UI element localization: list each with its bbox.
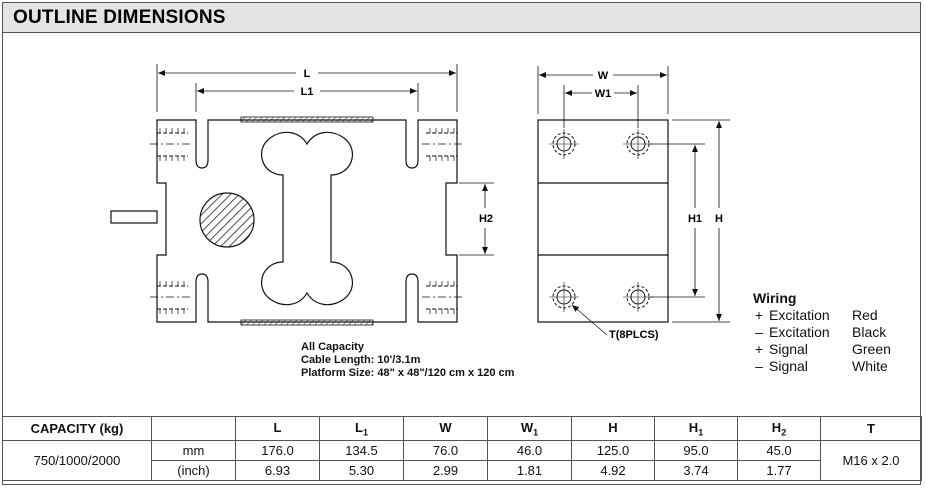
load-cell-body xyxy=(156,119,458,323)
wiring-row: + Excitation Red xyxy=(753,307,913,324)
value-cell: 45.0 xyxy=(737,440,821,461)
cable xyxy=(110,210,158,224)
outline-drawing: L L1 H2 xyxy=(110,64,730,341)
value-cell: 1.81 xyxy=(487,460,572,481)
thread-cell: M16 x 2.0 xyxy=(820,440,922,481)
top-pad xyxy=(240,116,374,123)
value-cell: 76.0 xyxy=(403,440,488,461)
bottom-pad xyxy=(240,319,374,326)
wiring-sign: + xyxy=(754,307,764,323)
note-platform-size: Platform Size: 48" x 48"/120 cm x 120 cm xyxy=(301,367,515,379)
col-header: H2 xyxy=(737,416,821,441)
mount-hole-centerlines xyxy=(150,143,464,298)
label-H2: H2 xyxy=(479,213,493,225)
table-row: 750/1000/2000 mm 176.0 134.5 76.0 46.0 1… xyxy=(2,440,922,481)
capacity-header: CAPACITY (kg) xyxy=(2,416,152,441)
value-cell: 46.0 xyxy=(487,440,572,461)
bone-cutout xyxy=(260,131,354,306)
dim-L xyxy=(156,64,458,112)
wiring-sign: – xyxy=(755,324,763,340)
col-header: L1 xyxy=(319,416,404,441)
value-cell: 176.0 xyxy=(235,440,320,461)
wiring-row: + Signal Green xyxy=(753,341,913,358)
value-cell: 125.0 xyxy=(571,440,655,461)
label-W: W xyxy=(598,70,609,82)
side-view xyxy=(110,64,494,326)
t-leader xyxy=(571,304,608,336)
wiring-function: Signal xyxy=(769,341,808,357)
dim-L1 xyxy=(195,83,419,112)
wiring-row: – Excitation Black xyxy=(753,324,913,341)
value-cell: 95.0 xyxy=(654,440,738,461)
wiring-sign: + xyxy=(754,341,764,357)
wiring-row: – Signal White xyxy=(753,358,913,375)
wiring-function: Signal xyxy=(769,358,808,374)
dim-H xyxy=(672,119,730,323)
specs-table: CAPACITY (kg) L L1 W W1 H H1 H2 T 750/10… xyxy=(2,416,922,481)
wiring-color: Green xyxy=(852,341,891,357)
table-row: (inch) 6.93 5.30 2.99 1.81 4.92 3.74 1.7… xyxy=(3,460,922,481)
label-W1: W1 xyxy=(595,88,612,100)
wiring-function: Excitation xyxy=(769,324,830,340)
wiring-function: Excitation xyxy=(769,307,830,323)
label-H1: H1 xyxy=(688,213,702,225)
end-view xyxy=(537,66,730,336)
t-header: T xyxy=(820,416,922,441)
col-header: H1 xyxy=(654,416,738,441)
wiring-color: Black xyxy=(852,324,887,340)
dim-W xyxy=(537,66,669,114)
value-cell: 1.77 xyxy=(737,460,821,481)
unit-header xyxy=(151,416,236,441)
label-T: T(8PLCS) xyxy=(609,329,659,341)
note-all-capacity: All Capacity xyxy=(301,341,364,353)
wiring-title: Wiring xyxy=(753,290,797,306)
note-cable-length: Cable Length: 10'/3.1m xyxy=(301,354,421,366)
value-cell: 2.99 xyxy=(403,460,488,481)
wiring-sign: – xyxy=(755,358,763,374)
table-header-row: CAPACITY (kg) L L1 W W1 H H1 H2 T xyxy=(2,416,922,441)
label-L1: L1 xyxy=(301,86,314,98)
left-mount-holes xyxy=(157,132,457,310)
wiring-color: Red xyxy=(852,307,878,323)
end-hole-centerlines xyxy=(549,129,653,312)
end-block xyxy=(537,119,669,323)
dim-H1 xyxy=(650,143,705,298)
value-cell: 5.30 xyxy=(319,460,404,481)
title-bar: OUTLINE DIMENSIONS xyxy=(2,2,921,33)
label-L: L xyxy=(304,68,311,80)
value-cell: 3.74 xyxy=(654,460,738,481)
page-title: OUTLINE DIMENSIONS xyxy=(13,7,226,28)
col-header: H xyxy=(571,416,655,441)
thread-ticks xyxy=(159,128,455,314)
dim-H2 xyxy=(459,182,494,256)
value-cell: 4.92 xyxy=(571,460,655,481)
col-header: W1 xyxy=(487,416,572,441)
label-H: H xyxy=(715,213,723,225)
capacity-cell: 750/1000/2000 xyxy=(2,440,152,481)
value-cell: 6.93 xyxy=(235,460,320,481)
col-header: L xyxy=(235,416,320,441)
col-header: W xyxy=(403,416,488,441)
unit-cell: mm xyxy=(151,440,236,461)
gauge-section xyxy=(199,192,255,248)
dim-W1 xyxy=(563,85,639,128)
unit-cell: (inch) xyxy=(151,460,236,481)
wiring-color: White xyxy=(852,358,888,374)
value-cell: 134.5 xyxy=(319,440,404,461)
